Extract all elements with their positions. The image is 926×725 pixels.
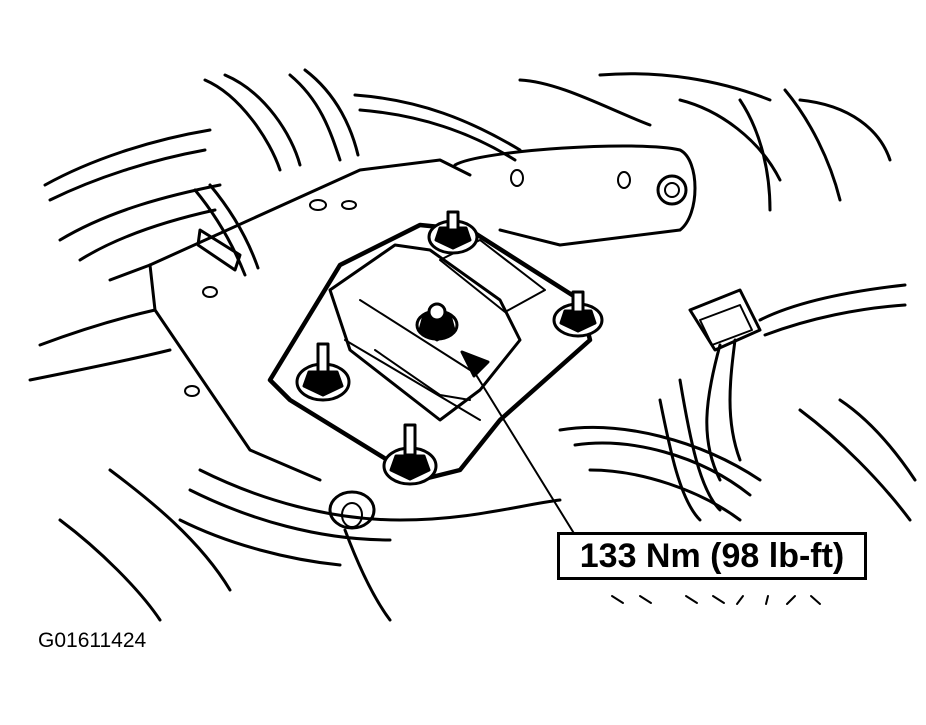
bolt-left <box>295 342 351 402</box>
callout-tick-marks <box>611 595 821 605</box>
bolts <box>295 210 604 486</box>
electrical-connector <box>658 283 907 522</box>
bolt-top <box>427 210 479 255</box>
bracket-plate <box>28 158 472 482</box>
bolt-center <box>415 302 459 342</box>
bolt-bottom <box>382 423 438 486</box>
figure-id-label: G01611424 <box>38 629 147 652</box>
mount-body <box>267 222 593 483</box>
bolt-right <box>552 290 604 338</box>
torque-leader-arrow <box>460 350 576 536</box>
lower-hoses <box>58 398 917 622</box>
torque-spec-callout: 133 Nm (98 lb-ft) <box>557 532 867 580</box>
upper-bracket <box>453 144 697 247</box>
background-hoses <box>43 68 892 277</box>
